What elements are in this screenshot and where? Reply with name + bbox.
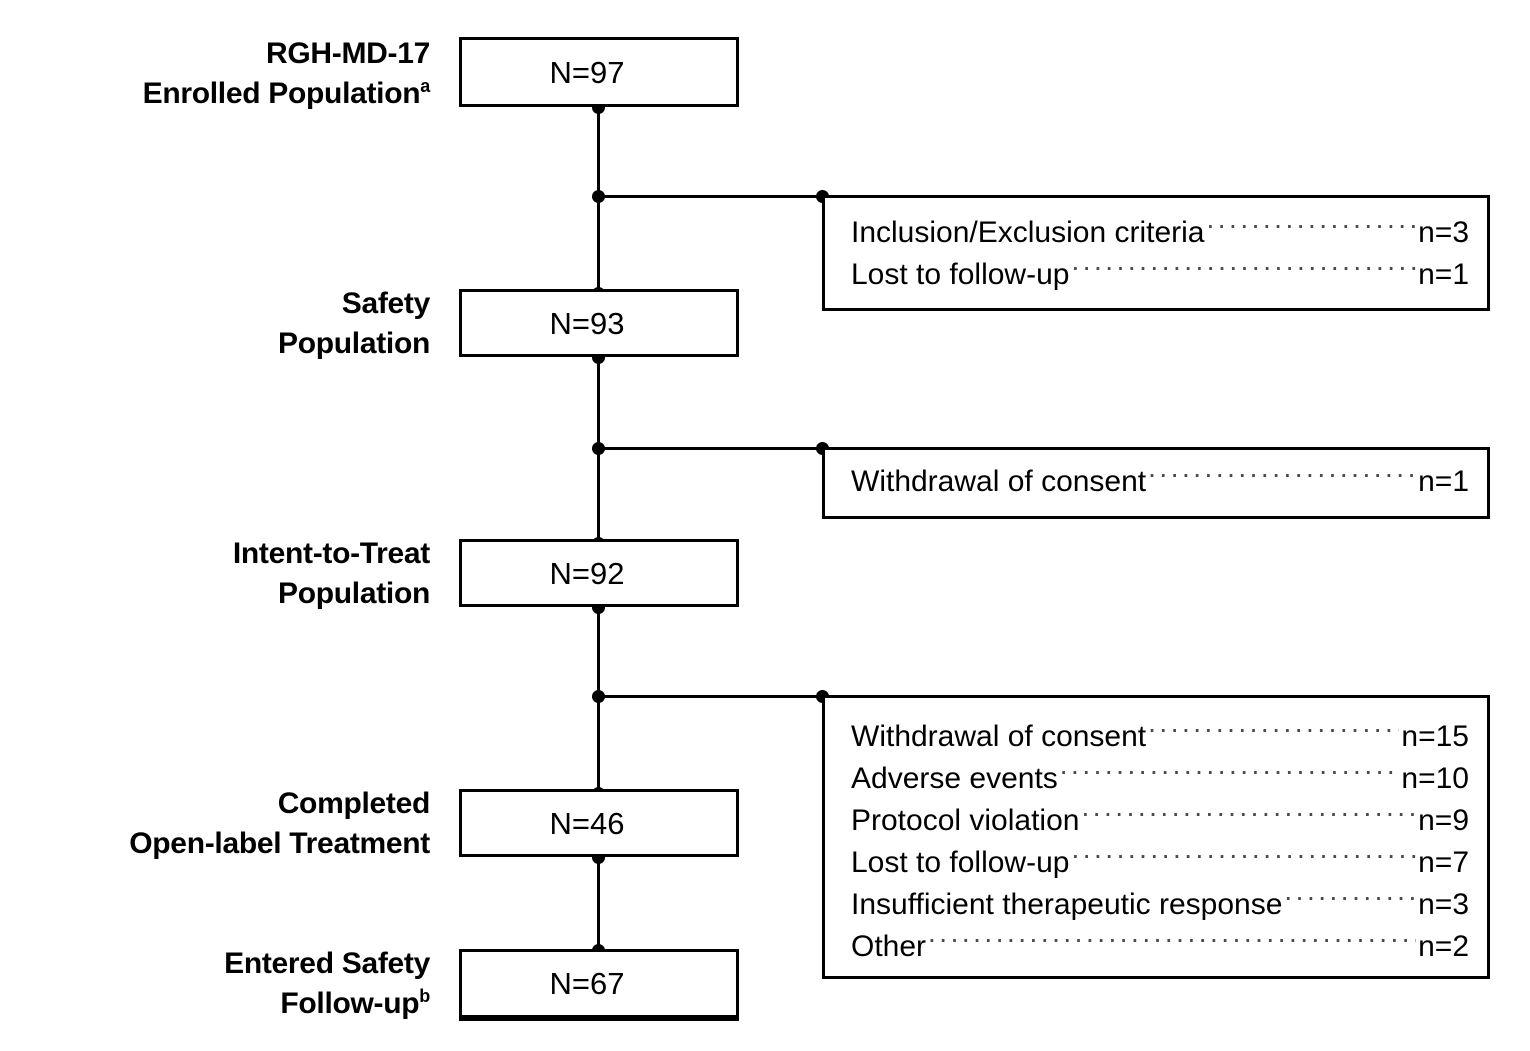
exclusion-row: Insufficient therapeutic response n=3 (851, 884, 1469, 926)
leader-dots (1284, 884, 1416, 914)
exclusion-reason-label: Withdrawal of consent (851, 720, 1147, 753)
node-value-safety: N=93 (549, 305, 625, 341)
leader-dots (1060, 758, 1400, 788)
exclusion-row: Lost to follow-up n=1 (851, 254, 1469, 296)
exclusion-reason-label: Lost to follow-up (851, 846, 1070, 879)
stage-label-completed-line-1: Completed (277, 787, 431, 820)
stage-label-enrolled-line-1: RGH-MD-17 (266, 37, 430, 70)
branch-dot-trunk-1 (592, 190, 605, 203)
exclusion-reason-count: n=1 (1418, 465, 1469, 498)
exclusion-row: Protocol violation n=9 (851, 800, 1469, 842)
leader-dots (1081, 800, 1416, 830)
footnote-marker-b: b (419, 986, 430, 1006)
stage-label-safety-line-2: Population (278, 327, 430, 360)
stage-label-enrolled-line-2: Enrolled Populationa (142, 76, 431, 110)
node-value-enrolled: N=97 (549, 54, 625, 90)
exclusion-reason-count: n=15 (1401, 720, 1469, 753)
node-box-completed: N=46 (459, 789, 739, 857)
branch-line-exclusion-3 (597, 695, 825, 698)
stage-label-completed-line-2: Open-label Treatment (129, 827, 430, 860)
branch-dot-trunk-2 (592, 442, 605, 455)
leader-dots (1148, 716, 1399, 746)
stage-label-enrolled: RGH-MD-17 Enrolled Populationa (10, 34, 431, 114)
node-box-safety: N=93 (459, 289, 739, 357)
stage-label-followup: Entered Safety Follow-upb (10, 944, 430, 1024)
exclusion-row: Inclusion/Exclusion criteria n=3 (851, 212, 1469, 254)
node-box-enrolled: N=97 (459, 37, 739, 107)
exclusion-reason-label: Withdrawal of consent (851, 465, 1147, 498)
stage-label-followup-line-1: Entered Safety (224, 947, 430, 980)
footnote-marker-a: a (420, 76, 430, 96)
exclusion-row: Withdrawal of consent n=1 (851, 461, 1469, 503)
exclusion-box-3: Withdrawal of consent n=15 Adverse event… (822, 695, 1490, 979)
exclusion-box-2: Withdrawal of consent n=1 (822, 447, 1490, 519)
exclusion-reason-label: Other (851, 930, 927, 963)
exclusion-reason-label: Lost to follow-up (851, 258, 1070, 291)
stage-label-safety: Safety Population (10, 284, 430, 364)
stage-label-itt-line-2: Population (278, 577, 430, 610)
exclusion-box-1: Inclusion/Exclusion criteria n=3 Lost to… (822, 195, 1490, 311)
stage-label-followup-line-2: Follow-upb (280, 986, 430, 1020)
exclusion-row: Lost to follow-up n=7 (851, 842, 1469, 884)
node-box-itt: N=92 (459, 539, 739, 607)
branch-line-exclusion-1 (597, 195, 825, 198)
exclusion-reason-count: n=3 (1418, 216, 1469, 249)
exclusion-row: Other n=2 (851, 926, 1469, 968)
exclusion-reason-count: n=10 (1401, 762, 1469, 795)
stage-label-safety-line-1: Safety (341, 287, 431, 320)
exclusion-reason-label: Adverse events (851, 762, 1058, 795)
leader-dots (1071, 842, 1416, 872)
node-box-followup: N=67 (459, 949, 739, 1021)
node-value-followup: N=67 (549, 966, 625, 1001)
exclusion-reason-label: Protocol violation (851, 804, 1080, 837)
node-value-itt: N=92 (549, 555, 625, 591)
exclusion-reason-count: n=1 (1418, 258, 1469, 291)
stage-label-itt: Intent-to-Treat Population (0, 534, 430, 614)
exclusion-reason-label: Insufficient therapeutic response (851, 888, 1283, 921)
connector-completed-to-followup (597, 856, 600, 953)
exclusion-reason-label: Inclusion/Exclusion criteria (851, 216, 1205, 249)
node-value-completed: N=46 (549, 805, 625, 841)
leader-dots (928, 926, 1416, 956)
exclusion-reason-count: n=2 (1418, 930, 1469, 963)
leader-dots (1148, 461, 1416, 491)
exclusion-row: Withdrawal of consent n=15 (851, 716, 1469, 758)
exclusion-reason-count: n=9 (1418, 804, 1469, 837)
leader-dots (1206, 212, 1416, 242)
branch-dot-trunk-3 (592, 690, 605, 703)
stage-label-completed: Completed Open-label Treatment (0, 784, 430, 864)
exclusion-row: Adverse events n=10 (851, 758, 1469, 800)
leader-dots (1071, 254, 1416, 284)
branch-line-exclusion-2 (597, 447, 825, 450)
stage-label-itt-line-1: Intent-to-Treat (232, 537, 430, 570)
exclusion-reason-count: n=3 (1418, 888, 1469, 921)
exclusion-reason-count: n=7 (1418, 846, 1469, 879)
